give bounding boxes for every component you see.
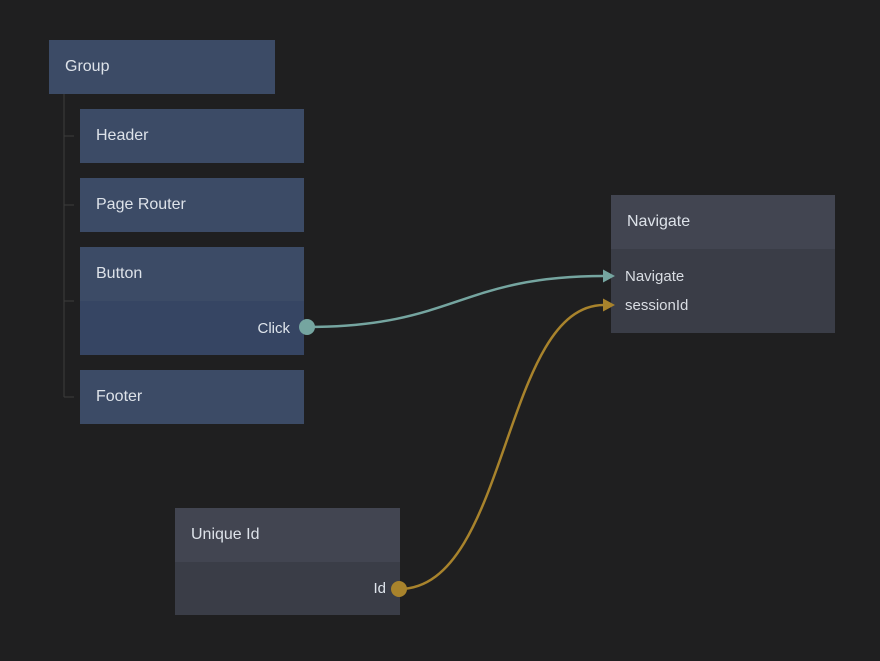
- input-port-row-sessionid: sessionId: [611, 291, 835, 320]
- output-port-label-click: Click: [257, 319, 291, 337]
- output-port-socket-click[interactable]: [299, 319, 315, 335]
- node-header-title: Header: [96, 127, 149, 144]
- group-tree-line: [63, 94, 74, 398]
- node-unique-id-title: Unique Id: [175, 508, 400, 562]
- node-button-title: Button: [80, 247, 304, 301]
- output-port-socket-id[interactable]: [391, 581, 407, 597]
- node-page-router-title: Page Router: [96, 196, 186, 213]
- node-navigate-title: Navigate: [611, 195, 835, 249]
- edge-click-to-navigate[interactable]: [305, 274, 606, 329]
- node-unique-id[interactable]: Unique Id Id: [175, 508, 400, 615]
- node-group[interactable]: Group: [49, 40, 275, 94]
- node-group-title: Group: [65, 58, 110, 75]
- node-navigate[interactable]: Navigate Navigate sessionId: [611, 195, 835, 333]
- input-port-row-navigate: Navigate: [611, 262, 835, 291]
- input-port-label-sessionid: sessionId: [625, 297, 689, 314]
- node-button[interactable]: Button Click: [80, 247, 304, 355]
- edge-id-to-sessionid[interactable]: [397, 303, 606, 591]
- output-port-row-id: Id: [175, 562, 400, 615]
- input-port-arrow-sessionid[interactable]: [603, 298, 615, 312]
- node-page-router[interactable]: Page Router: [80, 178, 304, 232]
- input-port-arrow-navigate[interactable]: [603, 269, 615, 283]
- input-port-label-navigate: Navigate: [625, 268, 685, 285]
- node-header[interactable]: Header: [80, 109, 304, 163]
- output-port-label-id: Id: [373, 580, 386, 597]
- node-footer[interactable]: Footer: [80, 370, 304, 424]
- output-port-row-click: Click: [80, 301, 304, 355]
- node-footer-title: Footer: [96, 388, 143, 405]
